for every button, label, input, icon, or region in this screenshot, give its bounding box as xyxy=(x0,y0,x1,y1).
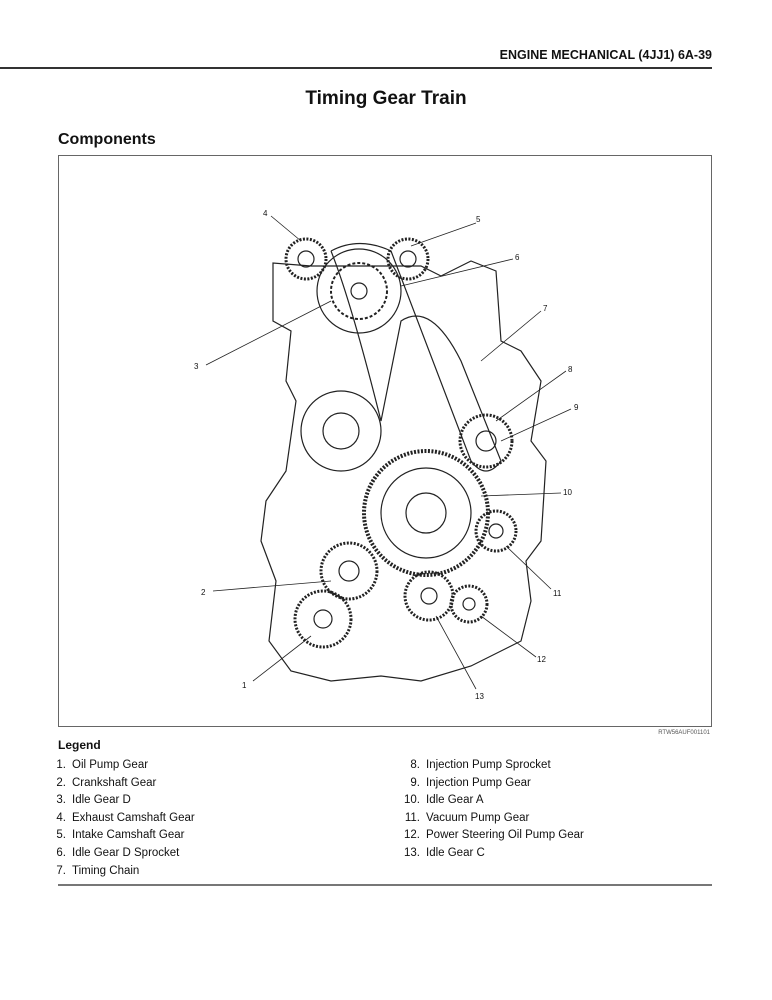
figure-code: RTW56AUF001101 xyxy=(658,730,710,736)
legend-item: 4.Exhaust Camshaft Gear xyxy=(56,811,195,824)
water-pump xyxy=(300,390,382,472)
running-head: ENGINE MECHANICAL (4JJ1) 6A-39 xyxy=(499,48,712,62)
gear-power-steering xyxy=(449,584,489,624)
leader-lines xyxy=(205,215,572,690)
callout-10: 10 xyxy=(563,488,572,497)
gear-idle-a xyxy=(362,449,490,577)
legend-item: 3.Idle Gear D xyxy=(56,794,131,807)
legend-column-right: 8.Injection Pump Sprocket 9.Injection Pu… xyxy=(398,757,584,863)
callout-12: 12 xyxy=(537,655,546,664)
timing-gear-diagram: 4 5 6 7 3 8 9 10 2 11 12 1 13 xyxy=(194,209,579,701)
gear-injection-pump xyxy=(458,413,514,469)
callout-7: 7 xyxy=(543,304,548,313)
callout-3: 3 xyxy=(194,362,199,371)
legend-item: 13.Idle Gear C xyxy=(404,846,485,859)
gear-intake-camshaft xyxy=(386,237,430,281)
legend-title: Legend xyxy=(58,738,101,752)
footer-rule xyxy=(58,884,712,886)
callouts: 4 5 6 7 3 8 9 10 2 11 12 1 13 xyxy=(194,209,579,701)
callout-2: 2 xyxy=(201,588,206,597)
callout-9: 9 xyxy=(574,403,579,412)
legend-item: 5.Intake Camshaft Gear xyxy=(56,829,185,842)
callout-1: 1 xyxy=(242,681,247,690)
legend-item: 10.Idle Gear A xyxy=(404,794,484,807)
legend-item: 6.Idle Gear D Sprocket xyxy=(56,846,180,859)
gear-vacuum-pump xyxy=(474,509,518,553)
callout-5: 5 xyxy=(476,215,481,224)
gear-oil-pump xyxy=(293,589,353,649)
legend-item: 2.Crankshaft Gear xyxy=(56,776,157,789)
callout-11: 11 xyxy=(553,589,562,598)
figure-frame: 4 5 6 7 3 8 9 10 2 11 12 1 13 xyxy=(58,155,712,727)
gear-idle-c xyxy=(403,570,455,622)
section-heading: Components xyxy=(58,131,156,148)
legend-column-left: 1.Oil Pump Gear 2.Crankshaft Gear 3.Idle… xyxy=(44,757,195,880)
legend-item: 9.Injection Pump Gear xyxy=(410,776,531,789)
header-rule xyxy=(0,67,712,69)
callout-4: 4 xyxy=(263,209,268,218)
legend-item: 12.Power Steering Oil Pump Gear xyxy=(404,829,584,842)
legend-item: 7.Timing Chain xyxy=(56,864,140,877)
callout-13: 13 xyxy=(475,692,484,701)
legend-item: 8.Injection Pump Sprocket xyxy=(410,759,551,771)
gear-exhaust-camshaft xyxy=(284,237,328,281)
gear-crankshaft xyxy=(319,541,379,601)
gear-idle-d-sprocket xyxy=(316,248,402,334)
callout-8: 8 xyxy=(568,365,573,374)
legend-item: 11.Vacuum Pump Gear xyxy=(404,811,530,824)
callout-6: 6 xyxy=(515,253,520,262)
page-title: Timing Gear Train xyxy=(305,88,467,109)
legend-item: 1.Oil Pump Gear xyxy=(56,759,149,771)
